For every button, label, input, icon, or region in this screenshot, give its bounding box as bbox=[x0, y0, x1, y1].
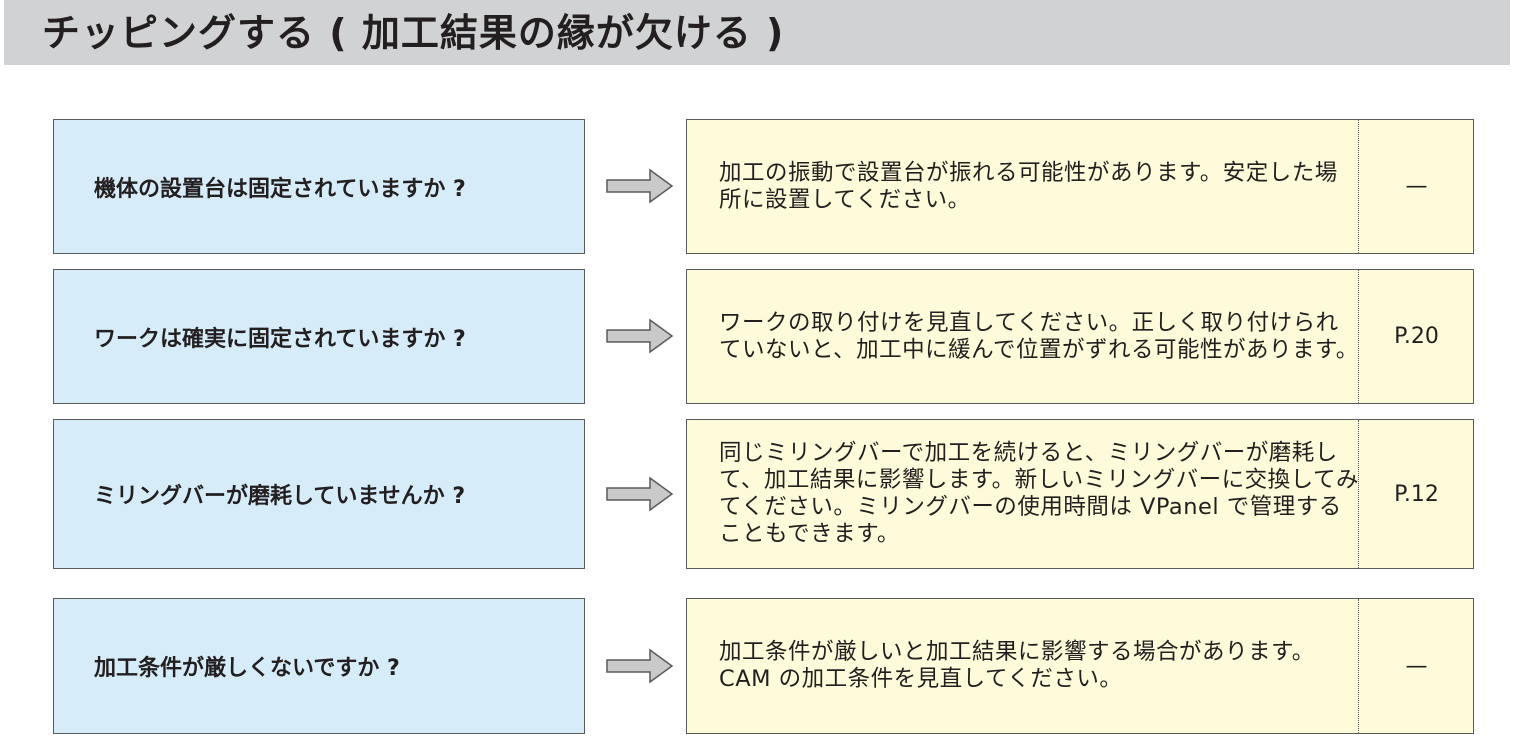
page-reference: P.12 bbox=[1394, 481, 1439, 507]
troubleshoot-row: 機体の設置台は固定されていますか ? 加工の振動で設置台が振れる可能性があります… bbox=[0, 119, 1515, 254]
page-reference: — bbox=[1405, 174, 1428, 199]
arrow-right-icon bbox=[606, 168, 674, 204]
answer-text: 加工の振動で設置台が振れる可能性があります。安定した場所に設置してください。 bbox=[719, 159, 1338, 213]
page-reference: P.20 bbox=[1394, 324, 1439, 349]
answer-text: 同じミリングバーで加工を続けると、ミリングバーが磨耗して、加工結果に影響します。… bbox=[719, 440, 1359, 547]
arrow-right-icon bbox=[606, 318, 674, 354]
troubleshoot-row: ミリングバーが磨耗していませんか ? 同じミリングバーで加工を続けると、ミリング… bbox=[0, 419, 1515, 569]
dotted-divider bbox=[1358, 420, 1359, 568]
troubleshoot-row: ワークは確実に固定されていますか ? ワークの取り付けを見直してください。正しく… bbox=[0, 269, 1515, 404]
dotted-divider bbox=[1358, 270, 1359, 403]
arrow-right-icon bbox=[606, 476, 674, 512]
question-box: 機体の設置台は固定されていますか ? bbox=[53, 119, 585, 254]
arrow-right-icon bbox=[606, 648, 674, 684]
dotted-divider bbox=[1358, 120, 1359, 253]
answer-text: 加工条件が厳しいと加工結果に影響する場合があります。CAM の加工条件を見直して… bbox=[719, 639, 1315, 692]
troubleshoot-row: 加工条件が厳しくないですか ? 加工条件が厳しいと加工結果に影響する場合がありま… bbox=[0, 598, 1515, 734]
dotted-divider bbox=[1358, 599, 1359, 733]
page-reference: — bbox=[1405, 653, 1428, 679]
answer-box: 同じミリングバーで加工を続けると、ミリングバーが磨耗して、加工結果に影響します。… bbox=[686, 419, 1474, 569]
answer-text: ワークの取り付けを見直してください。正しく取り付けられていないと、加工中に緩んで… bbox=[719, 309, 1359, 363]
question-box: ワークは確実に固定されていますか ? bbox=[53, 269, 585, 404]
answer-box: 加工条件が厳しいと加工結果に影響する場合があります。CAM の加工条件を見直して… bbox=[686, 598, 1474, 734]
answer-box: 加工の振動で設置台が振れる可能性があります。安定した場所に設置してください。 — bbox=[686, 119, 1474, 254]
section-header: チッピングする ( 加工結果の縁が欠ける ) bbox=[4, 0, 1510, 65]
question-box: 加工条件が厳しくないですか ? bbox=[53, 598, 585, 734]
answer-box: ワークの取り付けを見直してください。正しく取り付けられていないと、加工中に緩んで… bbox=[686, 269, 1474, 404]
page-title: チッピングする ( 加工結果の縁が欠ける ) bbox=[42, 11, 785, 55]
question-box: ミリングバーが磨耗していませんか ? bbox=[53, 419, 585, 569]
